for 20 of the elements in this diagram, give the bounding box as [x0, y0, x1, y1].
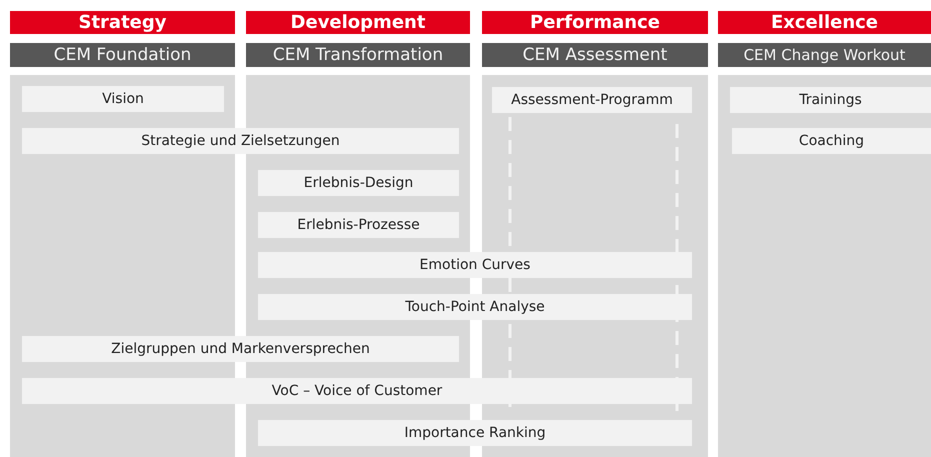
topic-bar: Strategie und Zielsetzungen — [22, 128, 459, 154]
topic-bar: Trainings — [730, 87, 931, 113]
topic-bar: Erlebnis-Prozesse — [258, 212, 459, 238]
topic-bar: Assessment-Programm — [492, 87, 692, 113]
topic-bar: Erlebnis-Design — [258, 170, 459, 196]
phase-header: Development — [246, 11, 470, 34]
module-header: CEM Change Workout — [718, 43, 931, 67]
topic-bar: VoC – Voice of Customer — [22, 378, 692, 404]
phase-header: Performance — [482, 11, 708, 34]
phase-header: Strategy — [10, 11, 235, 34]
topic-bar: Zielgruppen und Markenversprechen — [22, 336, 459, 362]
module-header: CEM Foundation — [10, 43, 235, 67]
phase-header: Excellence — [718, 11, 931, 34]
topic-bar: Touch-Point Analyse — [258, 294, 692, 320]
topic-bar: Vision — [22, 86, 224, 112]
module-header: CEM Transformation — [246, 43, 470, 67]
topic-bar: Emotion Curves — [258, 252, 692, 278]
topic-bar: Coaching — [732, 128, 931, 154]
topic-bar: Importance Ranking — [258, 420, 692, 446]
module-header: CEM Assessment — [482, 43, 708, 67]
